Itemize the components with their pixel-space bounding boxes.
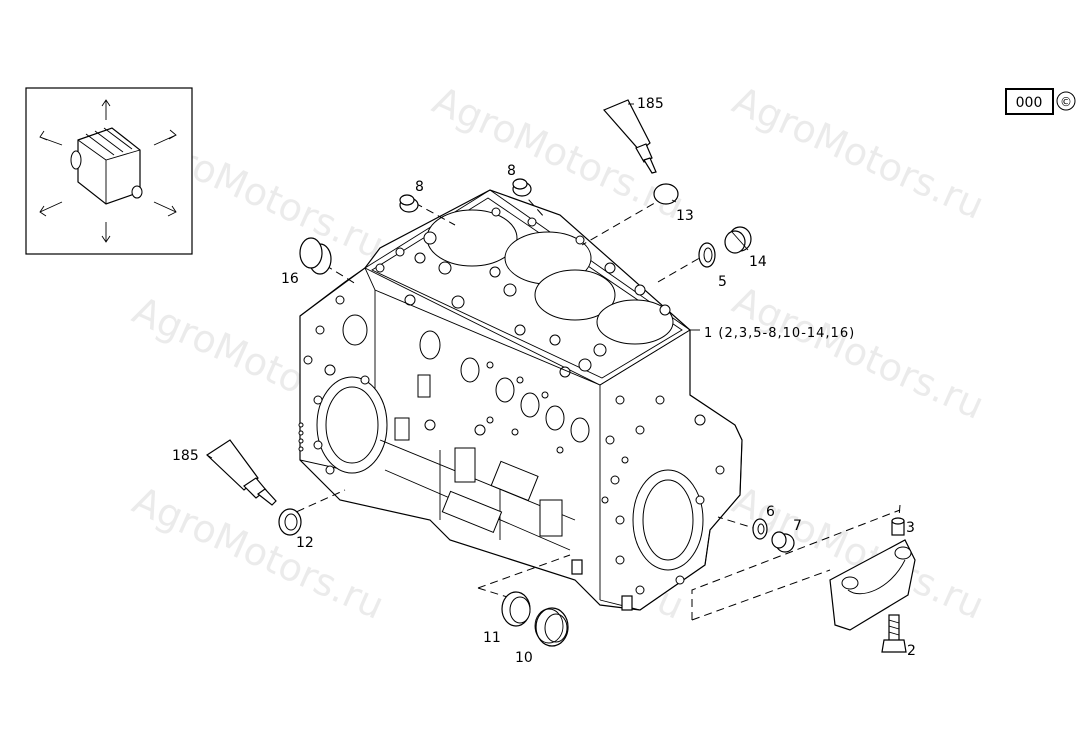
callout-labels: 185 13 8 8 14 5 16 1 (2,3,5-8,10-14,16) … bbox=[172, 96, 916, 666]
expansion-plug-13 bbox=[653, 183, 679, 205]
cylinder-block bbox=[298, 189, 743, 611]
orientation-inset bbox=[25, 87, 193, 255]
badge-code: 000 bbox=[1016, 95, 1043, 111]
plug-7 bbox=[771, 531, 795, 553]
watermark-text: AgroMotors.ru bbox=[726, 278, 990, 428]
washer-5 bbox=[698, 242, 716, 268]
label-3: 3 bbox=[906, 520, 915, 536]
label-8-left: 8 bbox=[415, 179, 424, 195]
label-leaders bbox=[206, 103, 700, 459]
label-7: 7 bbox=[793, 518, 802, 534]
dowel-pin-3 bbox=[891, 517, 905, 536]
label-6: 6 bbox=[766, 504, 775, 520]
plug-8-right bbox=[512, 178, 532, 197]
bearing-cap bbox=[829, 539, 916, 631]
label-assembly-1: 1 (2,3,5-8,10-14,16) bbox=[704, 326, 855, 341]
plug-16 bbox=[299, 237, 332, 275]
plug-8-left bbox=[399, 194, 419, 213]
label-185-left: 185 bbox=[172, 448, 199, 464]
label-16: 16 bbox=[281, 271, 299, 287]
catalog-badge: 000 © bbox=[1005, 88, 1076, 115]
sealant-tube-icon bbox=[206, 439, 277, 506]
label-13: 13 bbox=[676, 208, 694, 224]
label-5: 5 bbox=[718, 274, 727, 290]
sealant-tube-icon bbox=[602, 99, 657, 174]
bolt-2 bbox=[881, 614, 907, 653]
label-11: 11 bbox=[483, 630, 501, 646]
engine-orientation-icon bbox=[39, 99, 177, 243]
copyright-symbol: © bbox=[1060, 95, 1072, 109]
label-2: 2 bbox=[907, 643, 916, 659]
watermark-text: AgroMotors.ru bbox=[726, 78, 990, 228]
label-8-right: 8 bbox=[507, 163, 516, 179]
bushing-11 bbox=[501, 591, 531, 627]
label-185-top: 185 bbox=[637, 96, 664, 112]
label-14: 14 bbox=[749, 254, 767, 270]
label-12: 12 bbox=[296, 535, 314, 551]
washer-6 bbox=[752, 518, 768, 540]
seal-ring-12 bbox=[278, 508, 302, 536]
threaded-plug-14 bbox=[724, 226, 752, 254]
label-10: 10 bbox=[515, 650, 533, 666]
bushing-10 bbox=[534, 607, 569, 647]
